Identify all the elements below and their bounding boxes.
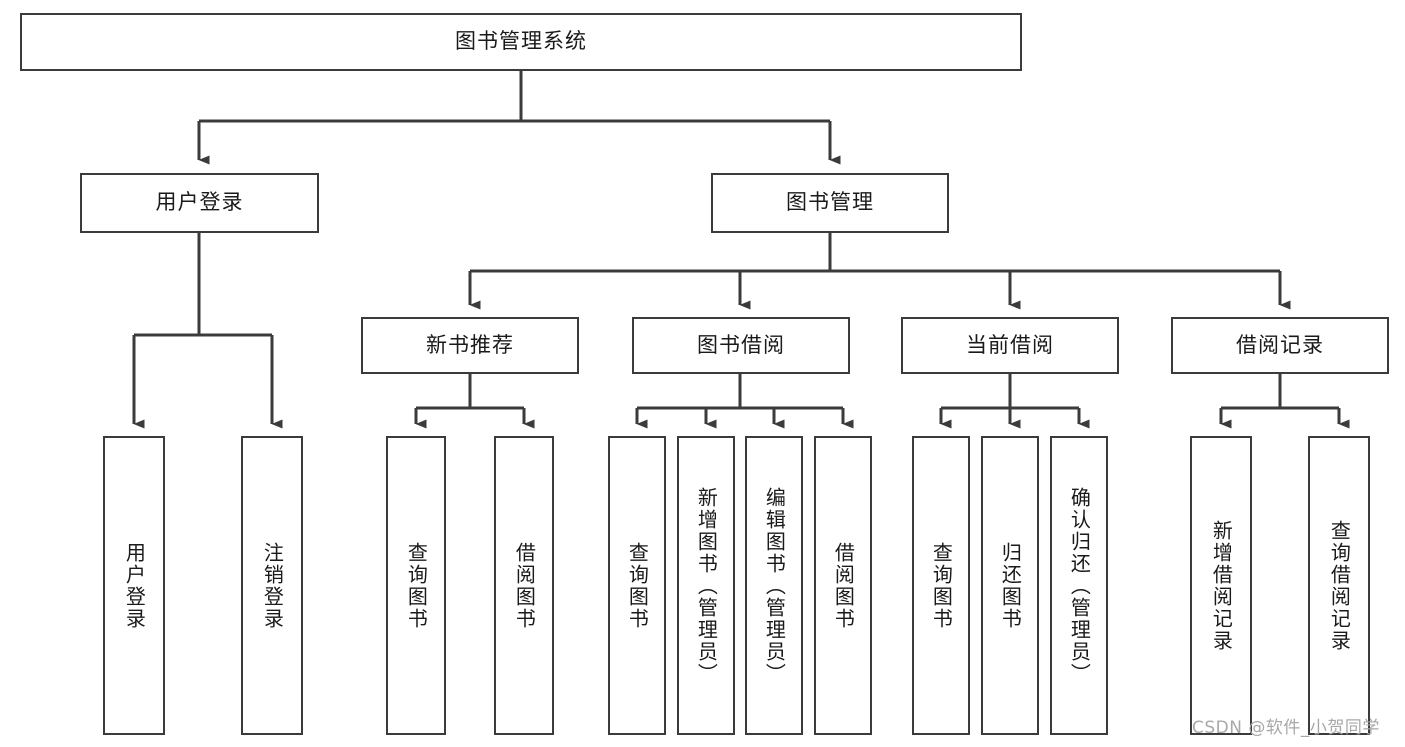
node-borrow-record-label: 借阅记录 [1236,332,1324,357]
node-leaf-add-book[interactable]: 新增图书（管理员） [677,436,735,735]
node-new-book-recommend[interactable]: 新书推荐 [361,317,579,374]
node-leaf-borrow-book-1[interactable]: 借阅图书 [494,436,554,735]
node-leaf-query-record[interactable]: 查询借阅记录 [1308,436,1370,735]
node-book-management-label: 图书管理 [786,190,874,215]
node-user-login-label: 用户登录 [155,190,244,215]
node-leaf-user-login-label: 用户登录 [122,541,147,630]
node-borrow-record[interactable]: 借阅记录 [1171,317,1389,374]
node-leaf-query-book-3[interactable]: 查询图书 [912,436,970,735]
node-leaf-borrow-book-2[interactable]: 借阅图书 [814,436,872,735]
node-user-login[interactable]: 用户登录 [80,173,319,233]
node-leaf-return-book-label: 归还图书 [998,541,1023,630]
node-leaf-add-record-label: 新增借阅记录 [1209,519,1234,652]
node-leaf-query-book-2-label: 查询图书 [625,541,650,630]
node-leaf-edit-book-label: 编辑图书（管理员） [762,486,787,685]
node-leaf-query-book-1[interactable]: 查询图书 [386,436,446,735]
node-leaf-logout-login[interactable]: 注销登录 [241,436,303,735]
node-leaf-return-book[interactable]: 归还图书 [981,436,1039,735]
node-leaf-borrow-book-1-label: 借阅图书 [512,541,537,630]
node-leaf-confirm-return-label: 确认归还（管理员） [1067,486,1092,685]
node-root[interactable]: 图书管理系统 [20,13,1022,71]
node-leaf-borrow-book-2-label: 借阅图书 [831,541,856,630]
node-book-management[interactable]: 图书管理 [711,173,949,233]
node-leaf-query-book-3-label: 查询图书 [929,541,954,630]
node-leaf-add-book-label: 新增图书（管理员） [694,486,719,685]
node-leaf-confirm-return[interactable]: 确认归还（管理员） [1050,436,1108,735]
node-leaf-query-record-label: 查询借阅记录 [1327,519,1352,652]
node-leaf-query-book-2[interactable]: 查询图书 [608,436,666,735]
node-current-borrow-label: 当前借阅 [966,332,1054,357]
node-leaf-add-record[interactable]: 新增借阅记录 [1190,436,1252,735]
csdn-watermark: CSDN @软件_小贺同学 [1192,718,1380,738]
node-book-borrow-label: 图书借阅 [697,332,785,357]
node-leaf-edit-book[interactable]: 编辑图书（管理员） [745,436,803,735]
node-book-borrow[interactable]: 图书借阅 [632,317,850,374]
node-current-borrow[interactable]: 当前借阅 [901,317,1119,374]
node-leaf-logout-login-label: 注销登录 [260,541,285,630]
node-leaf-user-login[interactable]: 用户登录 [103,436,165,735]
node-leaf-query-book-1-label: 查询图书 [404,541,429,630]
node-root-label: 图书管理系统 [455,29,587,54]
node-new-book-recommend-label: 新书推荐 [426,332,514,357]
